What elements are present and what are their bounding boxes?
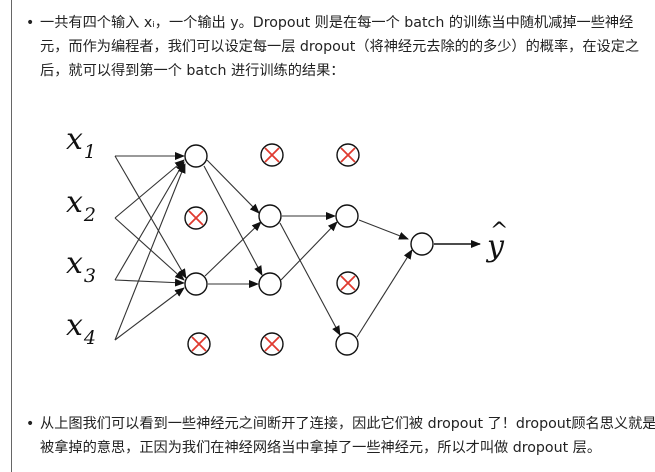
- output-label-hat: ^: [490, 219, 508, 244]
- intro-line-1: 一共有四个输入 xᵢ，一个输出 y。Dropout 则是在每一个 batch 的…: [40, 15, 634, 31]
- edge: [206, 159, 260, 214]
- dropped-neurons: [184, 143, 360, 356]
- input-label-x4: x4: [66, 308, 96, 349]
- edge: [114, 217, 185, 281]
- intro-line-3: 后，就可以得到第一个 batch 进行训练的结果：: [40, 63, 345, 79]
- summary-line-1: 从上图我们可以看到一些神经元之间断开了连接，因此它们被 dropout 了！dr…: [40, 416, 655, 432]
- edge: [280, 221, 338, 281]
- dropped-neuron-icon: [187, 332, 211, 356]
- dropped-neuron-icon: [260, 143, 284, 167]
- edge: [358, 219, 409, 240]
- summary-paragraph: • 从上图我们可以看到一些神经元之间断开了连接，因此它们被 dropout 了！…: [26, 412, 655, 460]
- quote-left-rule: [11, 0, 12, 472]
- neuron-h1-3: [184, 272, 208, 296]
- neuron-h1-1: [184, 144, 208, 168]
- neuron-h2-2: [258, 204, 282, 228]
- dropped-neuron-icon: [260, 332, 284, 356]
- neuron-output: [410, 232, 434, 256]
- edge: [204, 221, 262, 277]
- input-label-x1: x1: [66, 122, 96, 163]
- edge: [203, 165, 263, 276]
- neuron-h2-3: [258, 272, 282, 296]
- edge: [114, 159, 185, 219]
- output-label-y: y: [485, 229, 505, 264]
- edge: [356, 249, 413, 338]
- edge: [114, 161, 185, 281]
- edge: [114, 287, 185, 341]
- input-edges: [114, 152, 187, 341]
- dropped-neuron-icon: [336, 143, 360, 167]
- input-label-x3: x3: [66, 246, 96, 287]
- intro-line-2: 元，而作为编程者，我们可以设定每一层 dropout（将神经元去除的的多少）的概…: [40, 39, 640, 55]
- edge: [114, 163, 186, 341]
- output-edges: [356, 219, 413, 338]
- hidden1-edges: [203, 159, 263, 288]
- intro-paragraph: • 一共有四个输入 xᵢ，一个输出 y。Dropout 则是在每一个 batch…: [26, 11, 646, 83]
- summary-line-2: 被拿掉的意思，正因为我们在神经网络当中拿掉了一些神经元，所以才叫做 dropou…: [40, 440, 602, 456]
- input-label-x2: x2: [66, 185, 96, 226]
- edge: [114, 278, 185, 287]
- neuron-h3-2: [335, 204, 359, 228]
- bullet-icon: •: [26, 416, 35, 432]
- dropped-neuron-icon: [336, 271, 360, 295]
- dropped-neuron-icon: [184, 206, 208, 230]
- bullet-icon: •: [26, 15, 35, 31]
- edge: [279, 222, 341, 336]
- hidden2-edges: [279, 212, 341, 336]
- edge: [114, 155, 187, 279]
- neuron-h3-4: [335, 332, 359, 356]
- active-neurons: [184, 144, 434, 356]
